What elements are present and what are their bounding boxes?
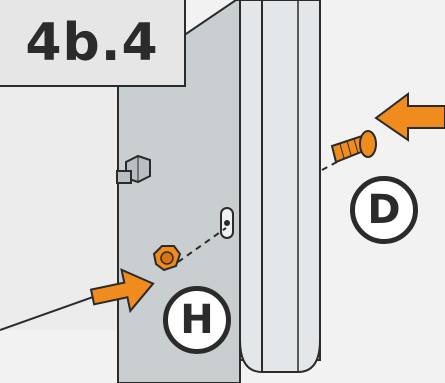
callout-h: H: [163, 286, 231, 354]
rail-bottom-curve: [240, 340, 320, 372]
step-number-box: 4b.4: [0, 0, 186, 87]
step-label: 4b.4: [25, 13, 158, 73]
slot-pin: [224, 220, 230, 226]
nut-icon: [154, 246, 180, 270]
callout-d-label: D: [367, 187, 400, 233]
callout-h-label: H: [180, 297, 213, 343]
callout-d: D: [350, 176, 418, 244]
rail-front: [240, 0, 320, 360]
